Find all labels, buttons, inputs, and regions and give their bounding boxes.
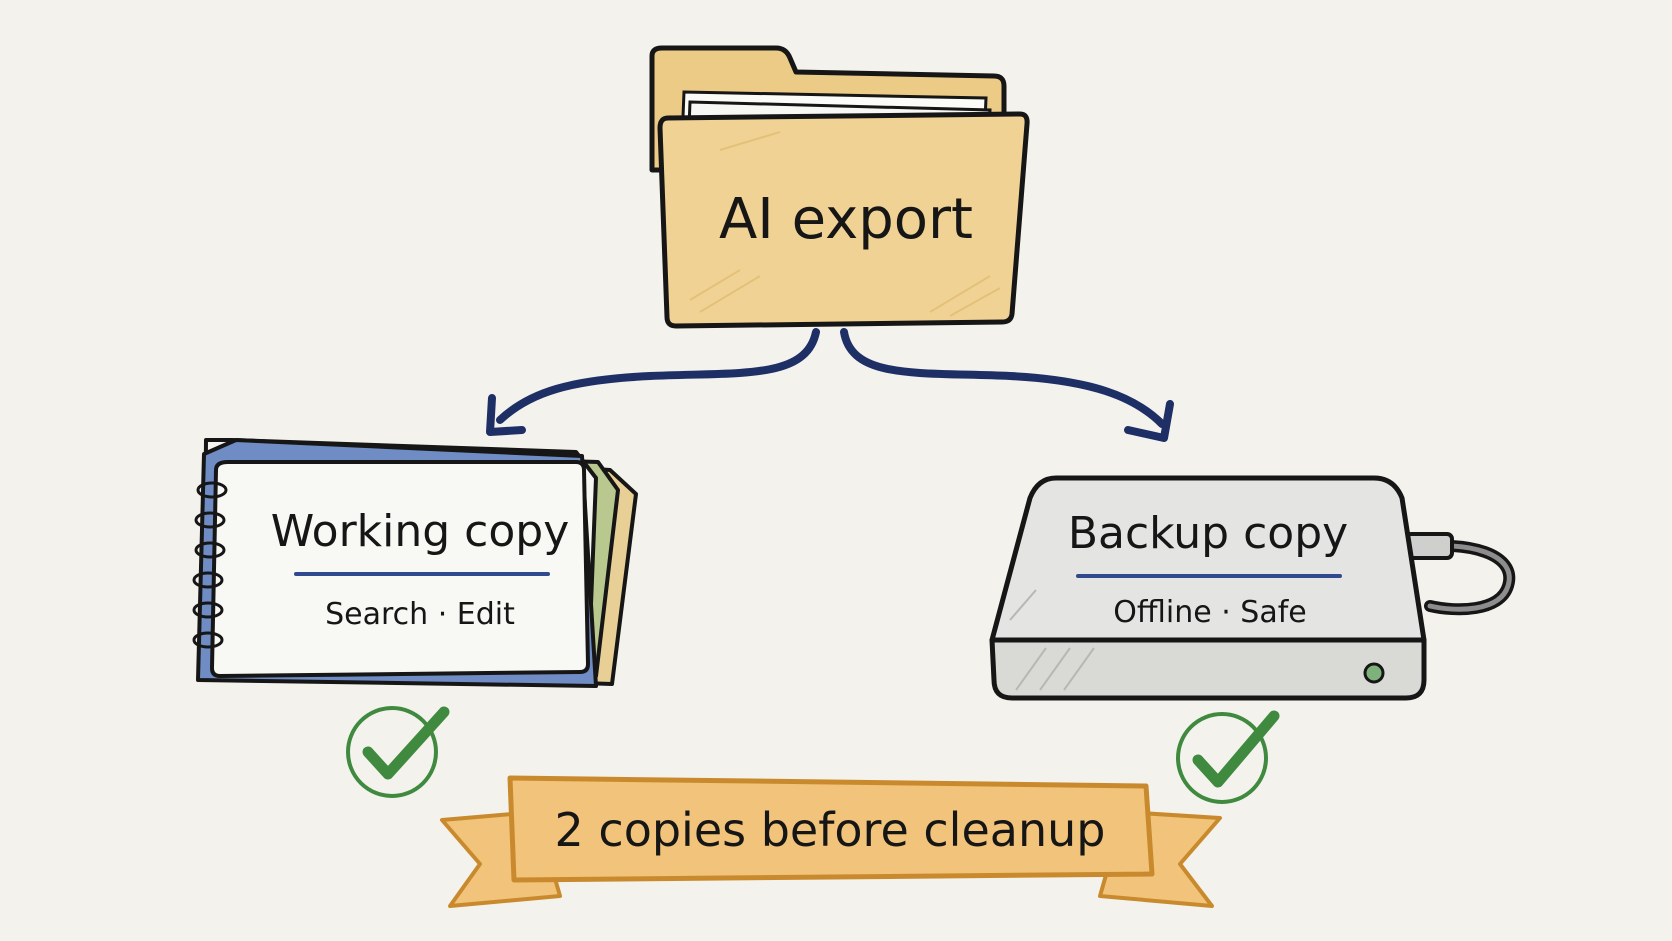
check-icon (346, 706, 450, 798)
backup-tags: Offline · Safe (1113, 595, 1306, 630)
drive-icon: Backup copy Offline · Safe (989, 475, 1516, 701)
working-tags: Search · Edit (325, 597, 515, 632)
folder-icon: AI export (649, 45, 1030, 329)
notebook-icon: Working copy Search · Edit (192, 438, 638, 688)
banner-ribbon-icon: 2 copies before cleanup (440, 775, 1222, 908)
arrow-to-backup (840, 328, 1174, 442)
arrow-to-working (486, 328, 820, 436)
backup-title: Backup copy (1068, 508, 1348, 559)
banner-text: 2 copies before cleanup (555, 803, 1106, 857)
working-title: Working copy (271, 506, 570, 557)
check-icon (1176, 710, 1280, 804)
source-label: AI export (719, 187, 973, 252)
